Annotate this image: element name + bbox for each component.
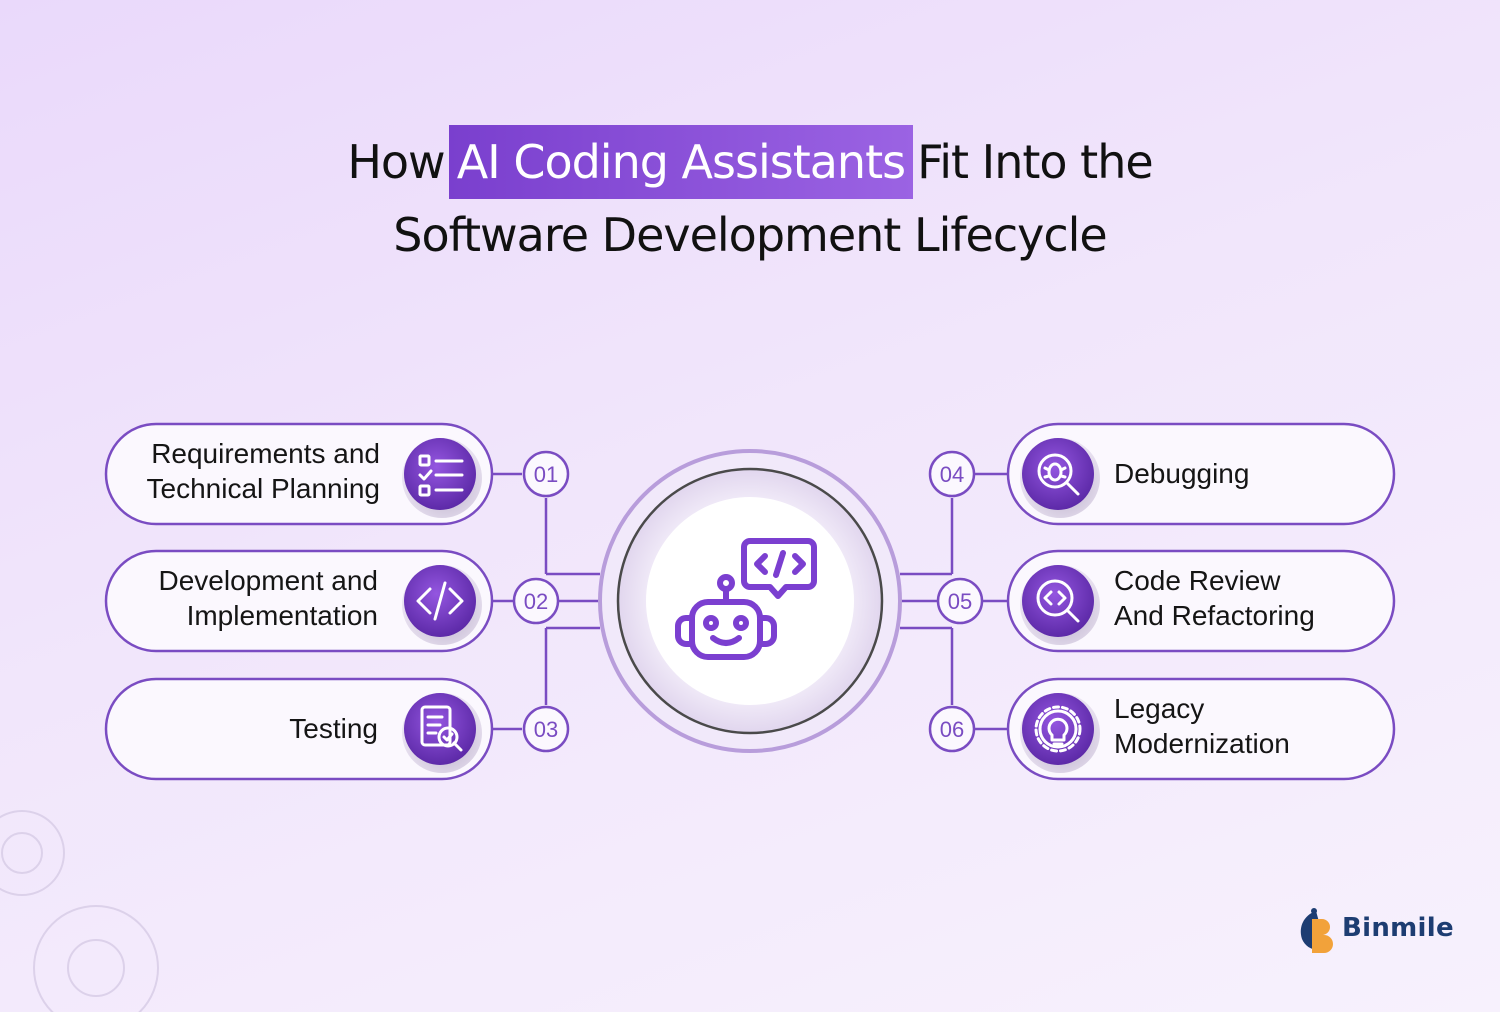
step-label-01: Requirements and Technical Planning xyxy=(110,436,381,506)
step-number: 05 xyxy=(948,589,972,614)
step-number-badge: 05 xyxy=(936,577,984,625)
step-number: 01 xyxy=(534,462,558,487)
code-icon xyxy=(416,581,464,621)
step-card-01: 01 xyxy=(104,422,570,526)
checklist-icon xyxy=(418,454,464,497)
code-search-icon xyxy=(1036,579,1080,623)
step-card-02: 02 xyxy=(104,549,560,653)
step-04-line1: Debugging xyxy=(1114,458,1250,489)
step-pill xyxy=(104,422,494,526)
badge-circle xyxy=(522,450,570,498)
step-pill xyxy=(1006,677,1396,781)
step-06-line2: Modernization xyxy=(1114,728,1290,759)
robot-code-icon xyxy=(675,538,817,660)
step-label-03: Testing xyxy=(110,711,378,746)
gear-decoration-icon xyxy=(0,810,159,1012)
icon-circle xyxy=(1022,693,1094,765)
title-line-2: Software Development Lifecycle xyxy=(393,208,1107,262)
step-number-badge: 01 xyxy=(522,450,570,498)
step-number: 03 xyxy=(534,717,558,742)
gear-bulb-icon xyxy=(1034,705,1082,753)
step-02-line2: Implementation xyxy=(186,600,378,631)
bug-search-icon xyxy=(1037,453,1080,496)
step-pill xyxy=(104,549,494,653)
step-number-badge: 03 xyxy=(522,705,570,753)
title-post: Fit Into the xyxy=(917,135,1154,189)
step-label-04: Debugging xyxy=(1114,456,1374,491)
step-label-02: Development and Implementation xyxy=(110,563,378,633)
icon-circle xyxy=(1022,565,1094,637)
step-05-line1: Code Review xyxy=(1114,565,1281,596)
step-number-badge: 04 xyxy=(928,450,976,498)
center-hub xyxy=(598,449,902,753)
badge-circle xyxy=(936,577,984,625)
step-pill xyxy=(1006,422,1396,526)
step-01-line2: Technical Planning xyxy=(146,473,381,504)
step-number: 02 xyxy=(524,589,548,614)
step-number-badge: 02 xyxy=(512,577,560,625)
badge-circle xyxy=(928,450,976,498)
icon-circle xyxy=(404,693,476,765)
badge-circle xyxy=(512,577,560,625)
step-03-line1: Testing xyxy=(289,713,378,744)
step-06-line1: Legacy xyxy=(1114,693,1205,724)
step-pill xyxy=(104,677,494,781)
badge-circle xyxy=(928,705,976,753)
step-card-05: 05 xyxy=(936,549,1396,653)
step-pill xyxy=(1006,549,1396,653)
badge-circle xyxy=(522,705,570,753)
step-01-line1: Requirements and xyxy=(151,438,380,469)
title-highlight: AI Coding Assistants xyxy=(448,125,914,199)
step-number: 04 xyxy=(940,462,964,487)
step-label-06: Legacy Modernization xyxy=(1114,691,1374,761)
test-report-icon xyxy=(420,705,463,752)
step-card-04: 04 xyxy=(928,422,1396,526)
step-label-05: Code Review And Refactoring xyxy=(1114,563,1374,633)
step-card-06: 06 xyxy=(928,677,1396,781)
connector-lines xyxy=(490,472,1010,731)
binmile-logo-icon xyxy=(1300,908,1333,953)
step-number: 06 xyxy=(940,717,964,742)
step-02-line1: Development and xyxy=(158,565,378,596)
title-pre: How xyxy=(347,135,445,189)
brand-name: Binmile xyxy=(1342,913,1454,943)
brand-logo: Binmile xyxy=(1296,905,1456,955)
step-number-badge: 06 xyxy=(928,705,976,753)
icon-circle xyxy=(1022,438,1094,510)
step-card-03: 03 xyxy=(104,677,570,781)
step-05-line2: And Refactoring xyxy=(1114,600,1315,631)
